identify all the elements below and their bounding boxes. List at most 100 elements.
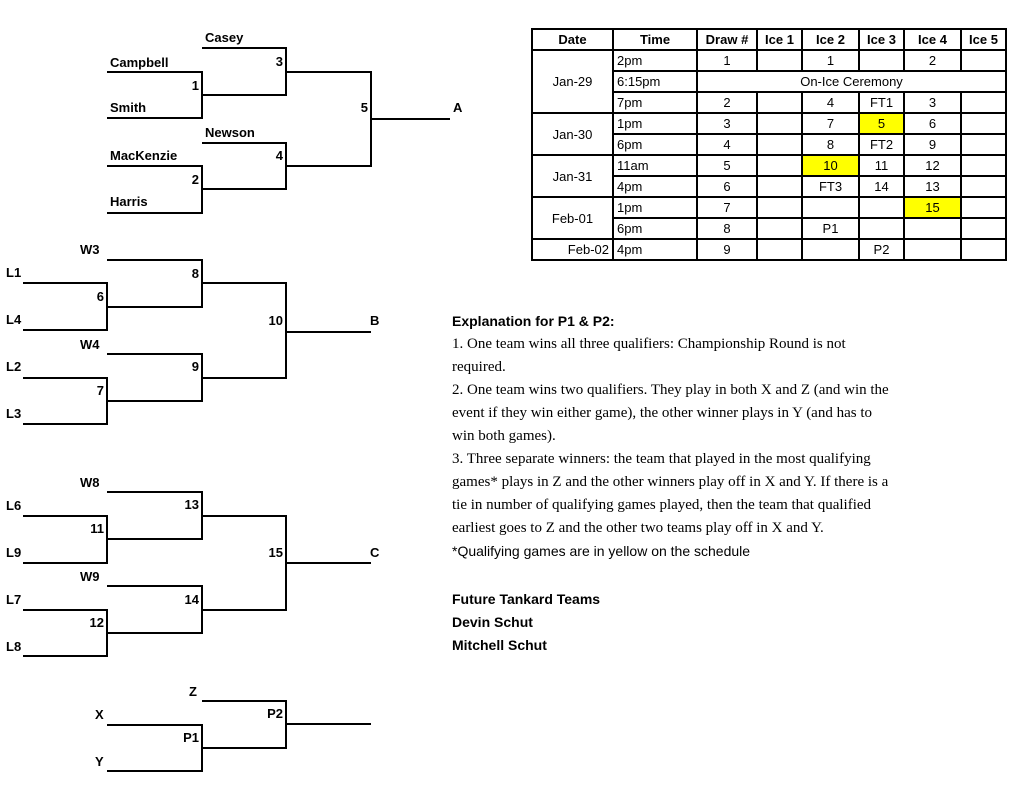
ice-cell	[756, 196, 803, 219]
table-row: 6pm 4 8 FT2 9	[532, 133, 1007, 156]
time-cell: 4pm	[612, 175, 698, 198]
ice-cell	[903, 238, 962, 261]
game-number: 4	[275, 148, 283, 163]
seed-label: L9	[6, 545, 22, 560]
seed-label: Y	[95, 754, 104, 769]
ice-cell: P1	[801, 217, 860, 240]
ice-cell: 3	[903, 91, 962, 114]
ice-cell	[756, 217, 803, 240]
team-harris: Harris	[110, 194, 148, 209]
table-row: 7pm 2 4 FT1 3	[532, 91, 1007, 114]
table-row: 4pm 6 FT3 14 13	[532, 175, 1007, 198]
game-number: 8	[191, 266, 199, 281]
ice-cell	[960, 133, 1007, 156]
time-cell: 4pm	[612, 238, 698, 261]
draw-cell: 6	[696, 175, 758, 198]
draw-cell: 3	[696, 112, 758, 135]
date-cell: Jan-29	[531, 49, 614, 114]
ice-cell	[756, 154, 803, 177]
bracket-result-label: C	[370, 545, 380, 560]
seed-label: W8	[80, 475, 100, 490]
draw-cell: 7	[696, 196, 758, 219]
ice-cell	[858, 217, 905, 240]
game-number: 5	[360, 100, 368, 115]
team-smith: Smith	[110, 100, 147, 115]
ice-cell	[858, 49, 905, 72]
time-cell: 6pm	[612, 217, 698, 240]
draw-cell: 2	[696, 91, 758, 114]
explanation-title: Explanation for P1 & P2:	[452, 313, 615, 329]
qualifying-game-cell: 5	[858, 112, 905, 135]
date-cell: Feb-02	[531, 238, 614, 261]
game-number: 11	[90, 521, 104, 536]
ice-cell	[801, 196, 860, 219]
ice-cell	[756, 112, 803, 135]
table-row: Jan-29 2pm 1 1 2	[531, 49, 1007, 114]
seed-label: L1	[6, 265, 22, 280]
draw-cell: 8	[696, 217, 758, 240]
ceremony-cell: On-Ice Ceremony	[696, 70, 1007, 93]
ice-cell: 7	[801, 112, 860, 135]
future-team-name: Devin Schut	[452, 614, 533, 630]
time-cell: 1pm	[612, 112, 698, 135]
future-teams-title: Future Tankard Teams	[452, 591, 601, 607]
table-row: Jan-30 1pm 3 7 5 6	[531, 112, 1007, 156]
ice-cell: 9	[903, 133, 962, 156]
ice-cell: 2	[903, 49, 962, 72]
ice-cell	[801, 238, 860, 261]
column-header: Ice 1	[756, 28, 803, 51]
ice-cell: P2	[858, 238, 905, 261]
seed-label: L8	[6, 639, 22, 654]
game-number: 1	[191, 78, 199, 93]
ice-cell	[960, 196, 1007, 219]
team-mackenzie: MacKenzie	[110, 148, 178, 163]
ice-cell	[756, 133, 803, 156]
ice-cell: 13	[903, 175, 962, 198]
date-cell: Jan-30	[531, 112, 614, 156]
column-header: Ice 3	[858, 28, 905, 51]
team-casey: Casey	[205, 30, 244, 45]
seed-label: L7	[6, 592, 22, 607]
seed-label: L2	[6, 359, 22, 374]
bracket-b-game10	[202, 282, 287, 379]
ice-cell: FT1	[858, 91, 905, 114]
column-header: Ice 5	[960, 28, 1007, 51]
explanation-rule-2: 2. One team wins two qualifiers. They pl…	[452, 382, 889, 444]
ice-cell: FT2	[858, 133, 905, 156]
ice-cell	[960, 175, 1007, 198]
seed-label: L4	[6, 312, 22, 327]
ice-cell	[960, 154, 1007, 177]
ice-cell	[960, 91, 1007, 114]
table-header-row: Date Time Draw # Ice 1 Ice 2 Ice 3 Ice 4…	[531, 28, 1007, 51]
ice-cell: 11	[858, 154, 905, 177]
date-cell: Feb-01	[531, 196, 614, 240]
column-header: Ice 2	[801, 28, 860, 51]
column-header: Ice 4	[903, 28, 962, 51]
bracket-result-label: A	[453, 100, 463, 115]
seed-label: W4	[80, 337, 100, 352]
draw-cell: 4	[696, 133, 758, 156]
time-cell: 2pm	[612, 49, 698, 72]
seed-label: W3	[80, 242, 100, 257]
qualifying-game-cell: 10	[801, 154, 860, 177]
game-number: 12	[89, 615, 104, 630]
schedule-table: Date Time Draw # Ice 1 Ice 2 Ice 3 Ice 4…	[531, 28, 1007, 261]
ice-cell	[903, 217, 962, 240]
game-number: 9	[191, 359, 199, 374]
table-row: 6pm 8 P1	[532, 217, 1007, 240]
ice-cell: 6	[903, 112, 962, 135]
seed-label: X	[95, 707, 104, 722]
ice-cell: 8	[801, 133, 860, 156]
future-team-name: Mitchell Schut	[452, 637, 547, 653]
draw-cell: 9	[696, 238, 758, 261]
column-header: Draw #	[696, 28, 758, 51]
game-number: 10	[268, 313, 283, 328]
seed-label: L3	[6, 406, 22, 421]
bracket-result-label: B	[370, 313, 380, 328]
draw-cell: 5	[696, 154, 758, 177]
ice-cell	[756, 49, 803, 72]
time-cell: 11am	[612, 154, 698, 177]
time-cell: 6pm	[612, 133, 698, 156]
ice-cell: 12	[903, 154, 962, 177]
time-cell: 7pm	[612, 91, 698, 114]
